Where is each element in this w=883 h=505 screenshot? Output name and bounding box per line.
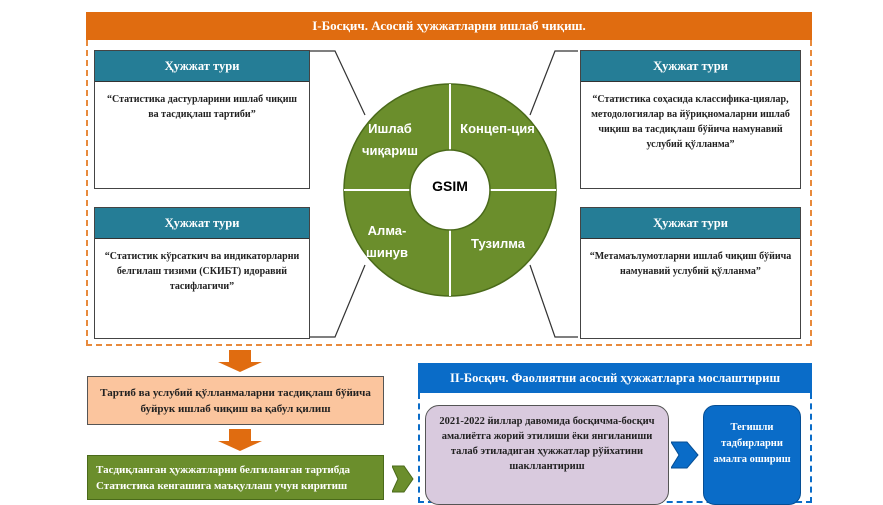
document-card: Ҳужжат тури “Метамаълумотларни ишлаб чиқ… [580,207,801,339]
action-box: Тегишли тадбирларни амалга ошириш [703,405,801,505]
down-arrow-icon [218,429,262,451]
gsim-label: GSIM [432,178,468,194]
document-type-header: Ҳужжат тури [95,208,309,239]
order-step-box: Тартиб ва услубий қўлланмаларни тасдиқла… [87,376,384,425]
stage1-header: I-Босқич. Асосий ҳужжатларни ишлаб чиқиш… [86,12,812,40]
quadrant-concept: Концеп-ция [460,121,535,136]
quadrant-exchange: Алма-шинув [366,223,408,260]
document-title: “Статистика дастурларини ишлаб чиқиш ва … [107,94,297,120]
document-list-box: 2021-2022 йиллар давомида босқичма-босқи… [425,405,669,505]
down-arrow-icon [218,350,262,372]
right-arrow-icon [671,441,699,469]
quadrant-production: Ишлаб чиқариш [361,121,419,158]
chevron-right-icon [392,465,414,493]
document-type-header: Ҳужжат тури [581,208,800,239]
stage1-container [86,40,812,346]
stage2-header: II-Босқич. Фаолиятни асосий ҳужжатларга … [418,363,812,393]
document-card: Ҳужжат тури “Статистика соҳасида классиф… [580,50,801,189]
document-title: “Статистика соҳасида классифика-циялар, … [591,94,790,150]
document-card: Ҳужжат тури “Статистика дастурларини ишл… [94,50,310,189]
submit-step-box: Тасдиқланган ҳужжатларни белгиланган тар… [87,455,384,500]
document-type-header: Ҳужжат тури [581,51,800,82]
document-title: “Статистик кўрсаткич ва индикаторларни б… [104,251,300,292]
quadrant-structure: Тузилма [471,236,525,251]
document-card: Ҳужжат тури “Статистик кўрсаткич ва инди… [94,207,310,339]
document-title: “Метамаълумотларни ишлаб чиқиш бўйича на… [589,251,792,277]
document-type-header: Ҳужжат тури [95,51,309,82]
